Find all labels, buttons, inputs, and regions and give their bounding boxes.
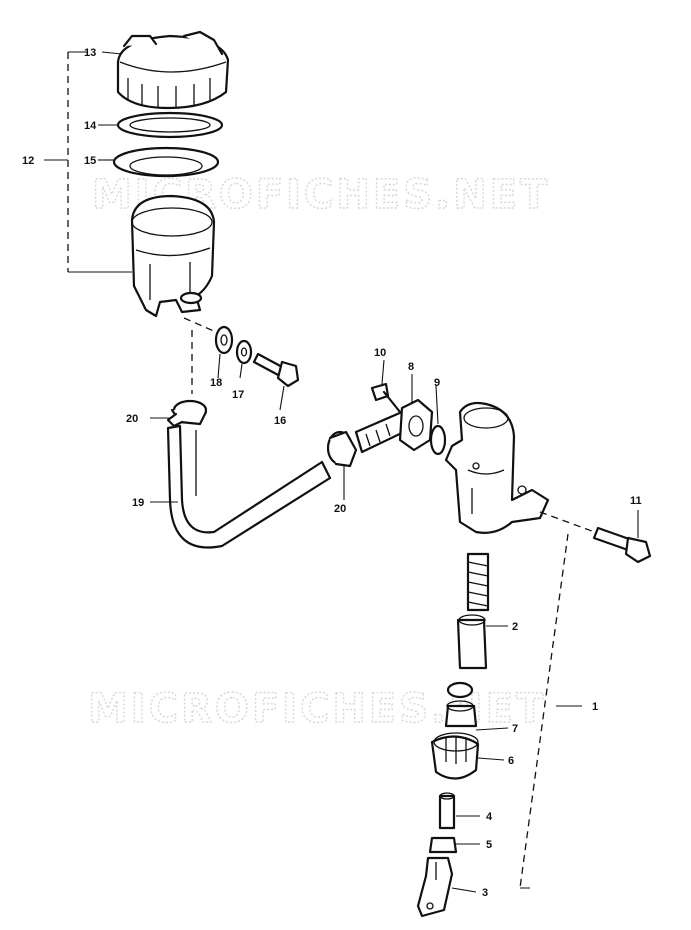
callout-11: 11 — [630, 495, 642, 507]
diaphragm — [112, 146, 220, 178]
callout-9: 9 — [434, 377, 440, 389]
callout-7: 7 — [512, 723, 518, 735]
piston-spring-2 — [456, 552, 490, 670]
callout-19: 19 — [132, 497, 144, 509]
joint-fitting-8 — [398, 398, 434, 452]
bolt-16 — [252, 352, 300, 388]
callout-17: 17 — [232, 389, 244, 401]
watermark-bottom: MICROFICHES.NET — [88, 686, 546, 732]
callout-6: 6 — [508, 755, 514, 767]
callout-4: 4 — [486, 811, 493, 823]
callout-15: 15 — [84, 155, 96, 167]
screw-10 — [370, 382, 402, 414]
pushrod-4 — [438, 792, 456, 830]
callout-3: 3 — [482, 887, 488, 899]
callout-2: 2 — [512, 621, 518, 633]
dust-boot-6 — [430, 732, 480, 780]
callout-12: 12 — [22, 155, 34, 167]
washer-17 — [235, 339, 253, 365]
nut-5 — [428, 836, 458, 854]
callout-20-left: 20 — [126, 413, 138, 425]
bolt-11 — [592, 526, 652, 564]
callout-5: 5 — [486, 839, 492, 851]
leader-lines — [98, 51, 639, 893]
callout-10: 10 — [374, 347, 386, 359]
callout-8: 8 — [408, 361, 414, 373]
reservoir-hose — [166, 424, 332, 549]
callout-18: 18 — [210, 377, 222, 389]
hose-clamp-right — [326, 430, 358, 468]
callout-16: 16 — [274, 415, 286, 427]
master-cylinder-body — [444, 401, 550, 534]
callout-13: 13 — [84, 47, 96, 59]
bracket-12 — [44, 51, 132, 273]
clevis-3 — [416, 856, 454, 918]
reservoir-body — [130, 194, 216, 318]
callout-1: 1 — [592, 701, 598, 713]
callout-20-right: 20 — [334, 503, 346, 515]
callout-14: 14 — [84, 120, 97, 132]
reservoir-cap — [116, 30, 230, 110]
washer-18 — [214, 325, 234, 355]
diaphragm-plate — [116, 111, 224, 139]
seal-7 — [444, 681, 478, 728]
o-ring-9 — [429, 424, 447, 456]
hose-clamp-left — [166, 399, 208, 428]
